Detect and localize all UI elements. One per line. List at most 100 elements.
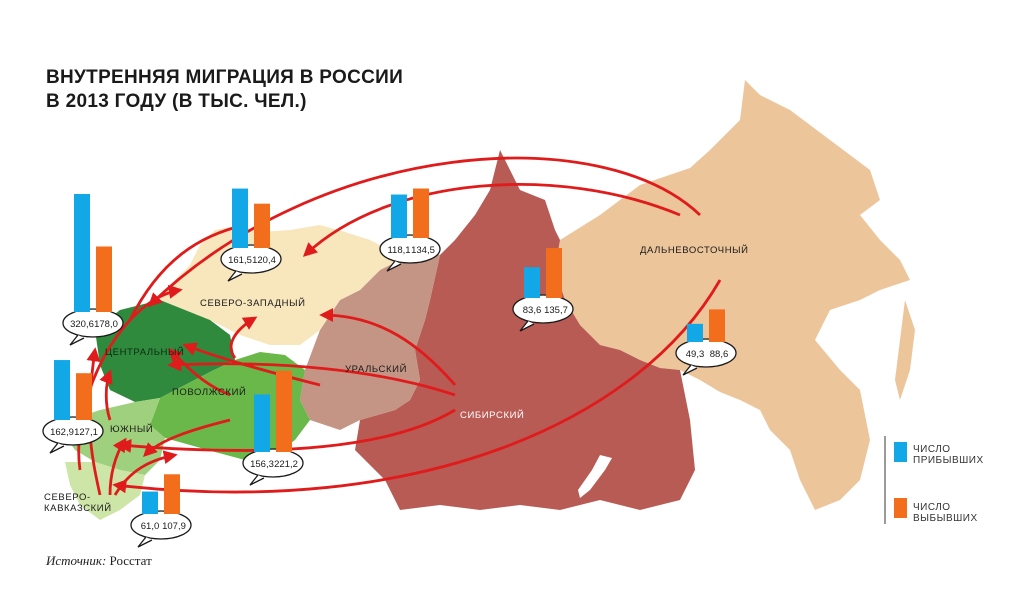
bar-departed-northwest (254, 203, 270, 248)
bubble-tail-northwest (227, 270, 243, 282)
region-ural (300, 250, 440, 430)
value-departed-ncaucasus: 107,9 (162, 521, 186, 532)
region-northwest (160, 225, 400, 345)
arrow-siberian-to-northwest (319, 308, 457, 386)
legend-swatch-arrived (894, 442, 907, 462)
arrow-ural-to-central (182, 342, 321, 387)
label-fareast: ДАЛЬНЕВОСТОЧНЫЙ (640, 244, 749, 256)
arrow-siberian-to-central (167, 357, 456, 397)
region-siberian (355, 150, 695, 510)
bar-arrived-siberian (524, 267, 540, 298)
bar-departed-volga (276, 370, 292, 452)
value-arrived-volga: 156,3 (250, 459, 274, 470)
value-arrived-siberian: 83,6 (523, 305, 542, 316)
arrow-ncaucasus-to-south-a (108, 437, 127, 496)
value-bubble-central (62, 308, 124, 338)
bubble-tail-volga (249, 474, 265, 486)
label-ncaucasus-1: СЕВЕРО- (44, 492, 91, 503)
value-bubble-south (42, 416, 104, 446)
arrow-fareast-to-northwest (302, 183, 681, 257)
title-line-1: ВНУТРЕННЯЯ МИГРАЦИЯ В РОССИИ (46, 67, 404, 88)
value-bubble-northwest (220, 244, 282, 274)
value-bubble-volga (242, 448, 304, 478)
bar-departed-siberian (546, 248, 562, 298)
arrow-volga-to-northwest (229, 316, 258, 359)
bubble-tail-ncaucasus (137, 536, 153, 548)
island-sakhalin (895, 300, 915, 400)
value-arrived-south: 162,9 (50, 427, 74, 438)
value-arrived-ural: 118,1 (387, 245, 410, 256)
bubble-tail-central (69, 334, 85, 346)
legend-axis-line (884, 436, 886, 524)
bar-arrived-northwest (232, 188, 248, 248)
source-note: Источник: Росстат (46, 553, 152, 569)
value-arrived-central: 320,6 (70, 319, 94, 330)
value-bubble-ural (379, 234, 441, 264)
label-volga: ПОВОЛЖСКИЙ (172, 386, 246, 398)
value-departed-south: 127,1 (74, 427, 98, 438)
migration-arrows (77, 156, 722, 496)
bar-departed-central (96, 246, 112, 312)
value-bubble-fareast (675, 338, 737, 368)
value-departed-central: 178,0 (94, 319, 118, 330)
label-south: ЮЖНЫЙ (110, 423, 153, 435)
value-departed-fareast: 88,6 (710, 349, 729, 360)
bar-arrived-south (54, 360, 70, 420)
label-siberian: СИБИРСКИЙ (460, 409, 524, 421)
bar-arrived-volga (254, 394, 270, 452)
bar-arrived-fareast (687, 323, 703, 342)
bubble-tail-south (49, 442, 65, 454)
bar-departed-fareast (709, 309, 725, 342)
arrow-fareast-to-south (112, 279, 722, 494)
value-arrived-fareast: 49,3 (686, 349, 705, 360)
arrow-south-to-central (99, 369, 113, 421)
value-bubble-ncaucasus (130, 510, 192, 540)
label-central: ЦЕНТРАЛЬНЫЙ (105, 346, 184, 358)
value-departed-ural: 134,5 (411, 245, 435, 256)
value-bubble-siberian (512, 294, 574, 324)
region-north-caucasus (65, 462, 145, 520)
bar-arrived-ural (391, 194, 407, 238)
label-ural: УРАЛЬСКИЙ (345, 363, 407, 375)
arrow-ncaucasus-to-volga (113, 450, 178, 496)
source-value: Росстат (109, 553, 152, 568)
source-label: Источник: (46, 553, 107, 568)
bar-departed-ncaucasus (164, 474, 180, 514)
label-northwest: СЕВЕРО-ЗАПАДНЫЙ (200, 297, 306, 309)
bar-departed-south (76, 373, 92, 420)
arrow-volga-to-south (143, 418, 231, 457)
label-ncaucasus-2: КАВКАЗСКИЙ (44, 502, 112, 514)
arrow-fareast-to-central (147, 156, 701, 307)
bar-departed-ural (413, 188, 429, 238)
lake-baikal (578, 455, 612, 498)
bubble-tail-ural (386, 260, 402, 272)
bar-arrived-central (74, 194, 90, 312)
value-arrived-ncaucasus: 61,0 (141, 521, 160, 532)
bubble-tail-siberian (519, 320, 535, 332)
arrow-volga-to-central (168, 348, 231, 397)
arrow-central-to-northwest (128, 220, 248, 321)
bubble-tail-fareast (682, 364, 698, 376)
value-departed-volga: 221,2 (274, 459, 298, 470)
title-line-2: В 2013 ГОДУ (В ТЫС. ЧЕЛ.) (46, 91, 307, 112)
legend-swatch-departed (894, 498, 907, 518)
bar-arrived-ncaucasus (142, 491, 158, 514)
value-departed-siberian: 135,7 (544, 305, 568, 316)
value-departed-northwest: 120,4 (252, 255, 276, 266)
map-title: ВНУТРЕННЯЯ МИГРАЦИЯ В РОССИИ В 2013 ГОДУ… (46, 66, 403, 114)
region-fareast (555, 80, 910, 510)
arrow-siberian-to-south (117, 408, 456, 453)
